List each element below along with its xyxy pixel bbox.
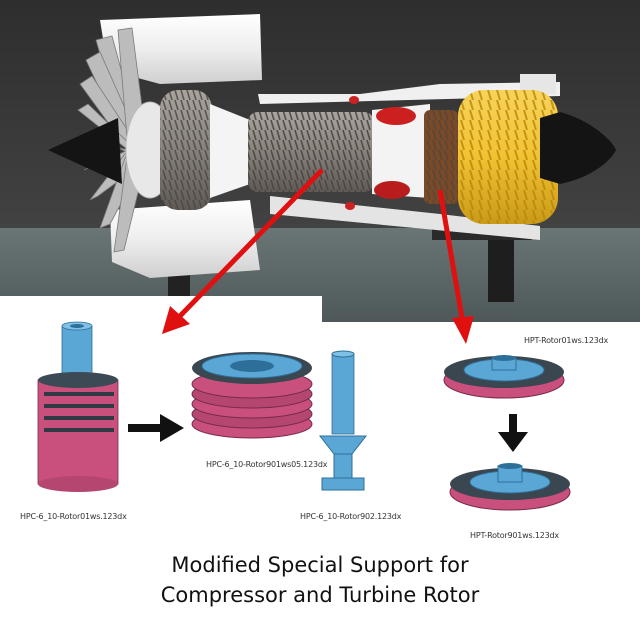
hpc-rotor01-model	[37, 321, 119, 492]
black-arrow-icon	[128, 414, 184, 442]
caption-line-1: Modified Special Support for	[171, 553, 469, 577]
hpc-rotor902-model	[318, 350, 368, 491]
down-arrow-icon	[498, 414, 528, 452]
hpt-rotor901-model	[449, 463, 571, 511]
hpt-rotor901-label: HPT-Rotor901ws.123dx	[470, 531, 559, 540]
engine-model-photo	[0, 0, 640, 322]
hpc-rotor902-label: HPC-6_10-Rotor902.123dx	[300, 512, 402, 521]
cad-renders-panel	[0, 296, 640, 546]
hpc-rotor901-model	[191, 352, 313, 439]
hpt-rotor01-label: HPT-Rotor01ws.123dx	[524, 336, 609, 345]
hpc-rotor01-label: HPC-6_10-Rotor01ws.123dx	[20, 512, 127, 521]
hpc-rotor901-label: HPC-6_10-Rotor901ws05.123dx	[206, 460, 328, 469]
hpt-rotor01-model	[443, 355, 565, 399]
caption-line-2: Compressor and Turbine Rotor	[160, 583, 480, 607]
